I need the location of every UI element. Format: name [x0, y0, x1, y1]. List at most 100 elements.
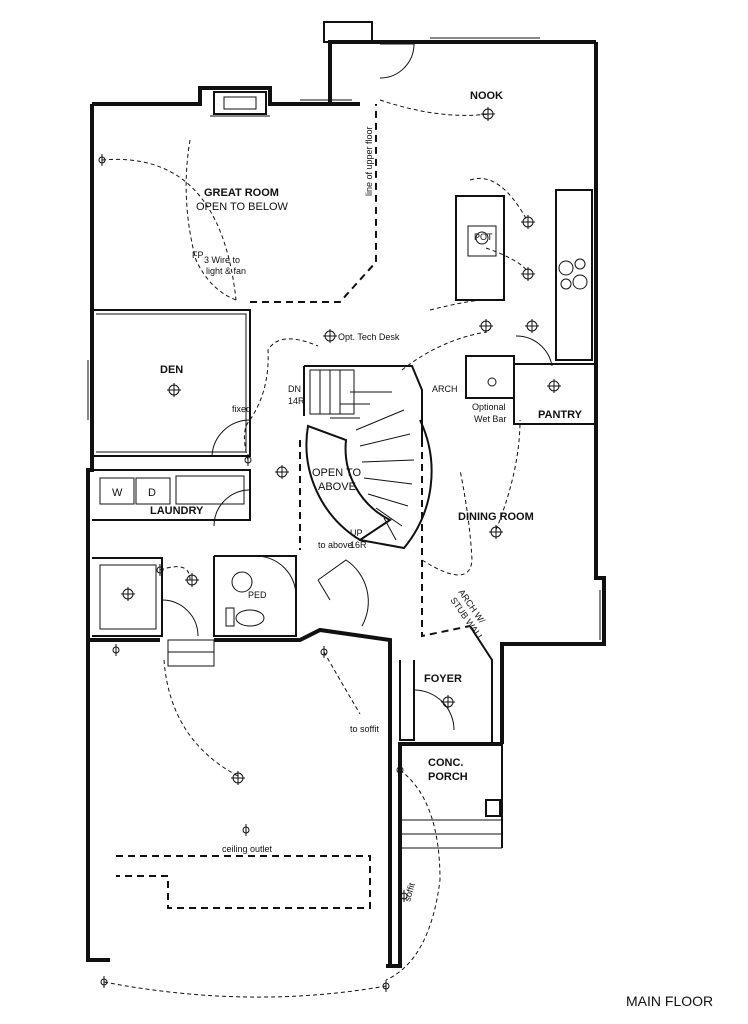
wall-stair: [304, 365, 423, 440]
wall-den: [92, 309, 251, 457]
outlet-icon: [396, 764, 404, 776]
porch-steps: [400, 744, 503, 849]
note-to-soffit: to soffit: [350, 724, 379, 734]
note-ped: PED: [248, 590, 267, 600]
labels: NOOK GREAT ROOM OPEN TO BELOW DEN LAUNDR…: [112, 90, 713, 1009]
note-stair-dn-risers: 14R: [288, 396, 305, 406]
note-wire-1: 3 Wire to: [204, 255, 240, 265]
wall-great-room-top: [92, 86, 360, 106]
laundry-counter: [175, 475, 245, 505]
light-fixture-icon: [475, 231, 489, 245]
outlet-icon: [242, 824, 250, 836]
label-dryer: D: [148, 487, 156, 499]
exterior-walls: [86, 40, 606, 968]
interior-walls: [88, 21, 597, 966]
kitchen-sink: [467, 225, 497, 257]
light-fixture-icon: [489, 525, 503, 539]
room-label-laundry: LAUNDRY: [150, 505, 204, 517]
great-room-floor-line: [250, 104, 377, 303]
room-label-great-room-sub: OPEN TO BELOW: [196, 201, 289, 213]
wall-porch: [386, 742, 502, 968]
wall-nook-top: [328, 40, 596, 104]
note-to-above: to above: [318, 540, 353, 550]
room-label-dining-room: DINING ROOM: [458, 511, 534, 523]
light-fixture-icon: [547, 379, 561, 393]
wall-pantry: [513, 363, 597, 425]
outlet-icon: [320, 646, 328, 658]
light-fixture-icon: [323, 329, 337, 343]
outlets: [98, 154, 408, 992]
light-fixture-icon: [275, 465, 289, 479]
light-fixture-icon: [487, 377, 497, 387]
curved-staircase: [305, 369, 433, 550]
room-label-nook: NOOK: [470, 90, 503, 102]
wall-powder-room: [213, 555, 297, 637]
note-arch: ARCH: [432, 384, 458, 394]
note-fp: FP: [192, 250, 204, 260]
outlet-icon: [244, 454, 252, 466]
garage-steps: [167, 639, 215, 667]
note-soffit: soffit: [402, 881, 417, 902]
light-fixture-icon: [167, 383, 181, 397]
room-label-porch-2: PORCH: [428, 771, 468, 783]
wall-right: [500, 42, 606, 744]
dryer: [135, 477, 171, 505]
note-wet-bar-1: Optional: [472, 402, 506, 412]
outlet-icon: [112, 644, 120, 656]
kitchen-island: [455, 195, 505, 301]
kitchen-counter: [555, 189, 593, 361]
outlet-icon: [100, 976, 108, 988]
light-fixture-icon: [441, 695, 455, 709]
light-fixture-icon: [481, 107, 495, 121]
outlet-icon: [382, 980, 390, 992]
toilet: [235, 609, 265, 627]
label-open-to-1: OPEN TO: [312, 467, 362, 479]
room-label-pantry: PANTRY: [538, 409, 583, 421]
label-open-to-2: ABOVE: [318, 481, 356, 493]
outlet-icon: [98, 154, 106, 166]
porch-pillar: [485, 799, 501, 817]
note-tech-desk: Opt. Tech Desk: [338, 332, 400, 342]
note-stair-up-risers: 16R: [350, 540, 367, 550]
light-fixture-icon: [231, 771, 245, 785]
wall-laundry: [92, 469, 251, 521]
light-fixture-icon: [479, 319, 493, 333]
garage-door-line: [116, 855, 371, 909]
wall-foyer: [399, 660, 415, 741]
light-fixture-icon: [121, 587, 135, 601]
light-fixture-icon: [525, 319, 539, 333]
outlet-icon: [156, 564, 164, 576]
note-wet-bar-2: Wet Bar: [474, 414, 506, 424]
room-label-porch-1: CONC.: [428, 757, 463, 769]
room-label-foyer: FOYER: [424, 673, 462, 685]
note-stair-up: UP: [350, 528, 363, 538]
page-title: MAIN FLOOR: [626, 993, 713, 1009]
light-fixture-icon: [185, 573, 199, 587]
light-fixtures: [121, 107, 561, 785]
note-ceiling-outlet: ceiling outlet: [222, 844, 273, 854]
wall-left: [86, 104, 96, 962]
nook-chimney: [323, 21, 373, 43]
electrical-wiring: [101, 99, 529, 998]
light-fixture-icon: [521, 267, 535, 281]
light-fixture-icon: [521, 215, 535, 229]
dining-boundary: [421, 440, 471, 638]
washer: [99, 477, 135, 505]
fireplace: [210, 91, 270, 117]
note-stair-dn: DN: [288, 384, 301, 394]
room-label-den: DEN: [160, 364, 183, 376]
outlet-icon: [400, 890, 408, 902]
pedestal-sink: [231, 571, 253, 593]
wall-closet: [92, 557, 163, 637]
windows: [87, 37, 601, 640]
room-label-great-room: GREAT ROOM: [204, 187, 279, 199]
wet-bar: [465, 355, 515, 399]
note-wire-2: light & fan: [206, 266, 246, 276]
door-swings: [161, 43, 553, 731]
cooktop-burner: [558, 260, 574, 276]
note-pot: POT: [474, 232, 493, 242]
note-line-of-upper-floor: line of upper floor: [364, 126, 374, 196]
note-fixed: fixed: [232, 404, 251, 414]
label-washer: W: [112, 487, 123, 499]
